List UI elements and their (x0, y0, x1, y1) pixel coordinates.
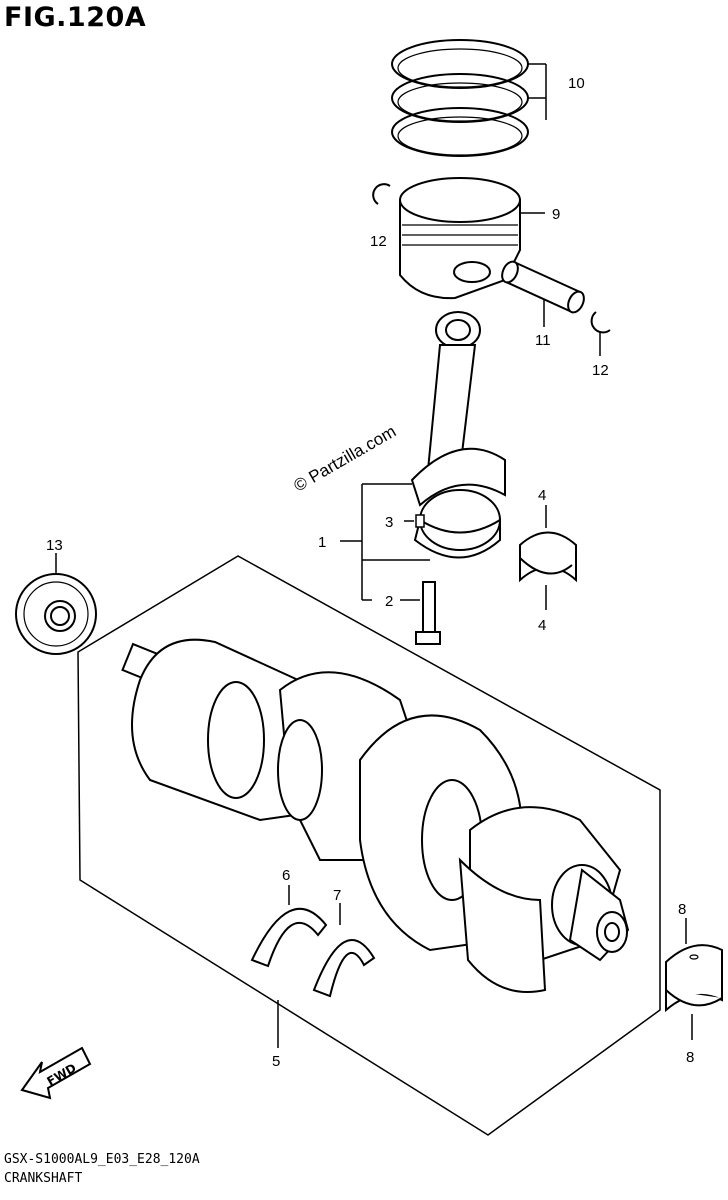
callout-12-left: 12 (370, 233, 387, 250)
callout-4-bottom: 4 (538, 617, 546, 634)
rod-bearing-shells[interactable] (519, 531, 577, 583)
rod-dowel-pin[interactable] (415, 514, 425, 528)
thrust-bearing-6[interactable] (250, 907, 328, 968)
piston-rings[interactable] (391, 39, 529, 157)
callout-2: 2 (385, 593, 393, 610)
figure-title: FIG.120A (4, 2, 147, 33)
callout-6: 6 (282, 867, 290, 884)
callout-1: 1 (318, 534, 326, 551)
callout-8-bottom: 8 (686, 1049, 694, 1066)
thrust-bearing-7[interactable] (312, 939, 376, 998)
footer-section-name: CRANKSHAFT (4, 1171, 83, 1186)
callout-4-top: 4 (538, 487, 546, 504)
main-bearing-shells[interactable] (665, 944, 723, 1013)
forward-direction-arrow: FWD (20, 1046, 92, 1100)
callout-9: 9 (552, 206, 560, 223)
piston[interactable] (399, 177, 521, 300)
callout-5: 5 (272, 1053, 280, 1070)
crankshaft[interactable] (121, 638, 630, 993)
callout-8-top: 8 (678, 901, 686, 918)
circlip-right[interactable] (590, 311, 611, 334)
callout-10-leader (528, 63, 547, 120)
callout-10: 10 (568, 75, 585, 92)
callout-7: 7 (333, 887, 341, 904)
footer-model-code: GSX-S1000AL9_E03_E28_120A (4, 1152, 200, 1167)
rod-bolt[interactable] (415, 581, 441, 645)
callout-13: 13 (46, 537, 63, 554)
circlip-left[interactable] (372, 183, 391, 205)
callout-3: 3 (385, 514, 393, 531)
crank-sprocket[interactable] (15, 573, 97, 655)
callout-12-right: 12 (592, 362, 609, 379)
callout-1-bracket (340, 483, 430, 601)
connecting-rod[interactable] (410, 311, 506, 559)
piston-pin[interactable] (499, 259, 587, 315)
callout-11: 11 (535, 332, 551, 349)
crankshaft-group-box (77, 555, 661, 1136)
